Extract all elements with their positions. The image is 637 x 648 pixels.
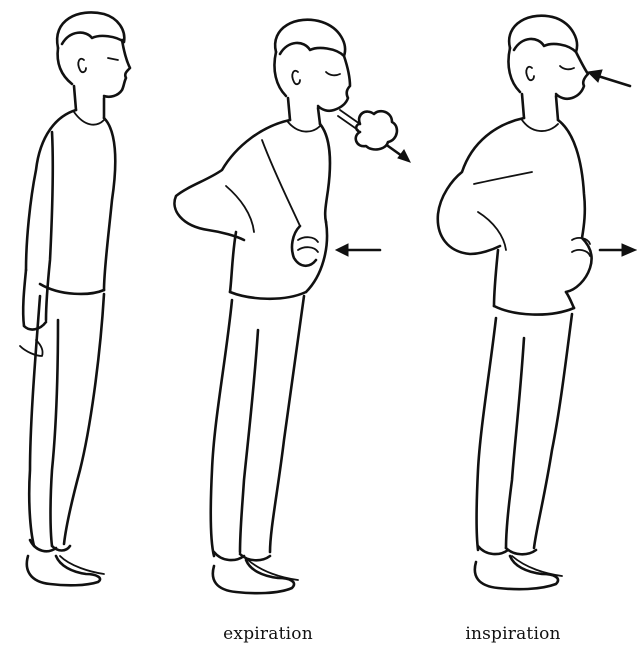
figure-expiration <box>174 20 410 593</box>
caption-inspiration: inspiration <box>465 624 560 644</box>
caption-expiration: expiration <box>223 624 313 644</box>
figure-standing-rest <box>20 12 130 585</box>
figure-inspiration <box>438 16 636 589</box>
